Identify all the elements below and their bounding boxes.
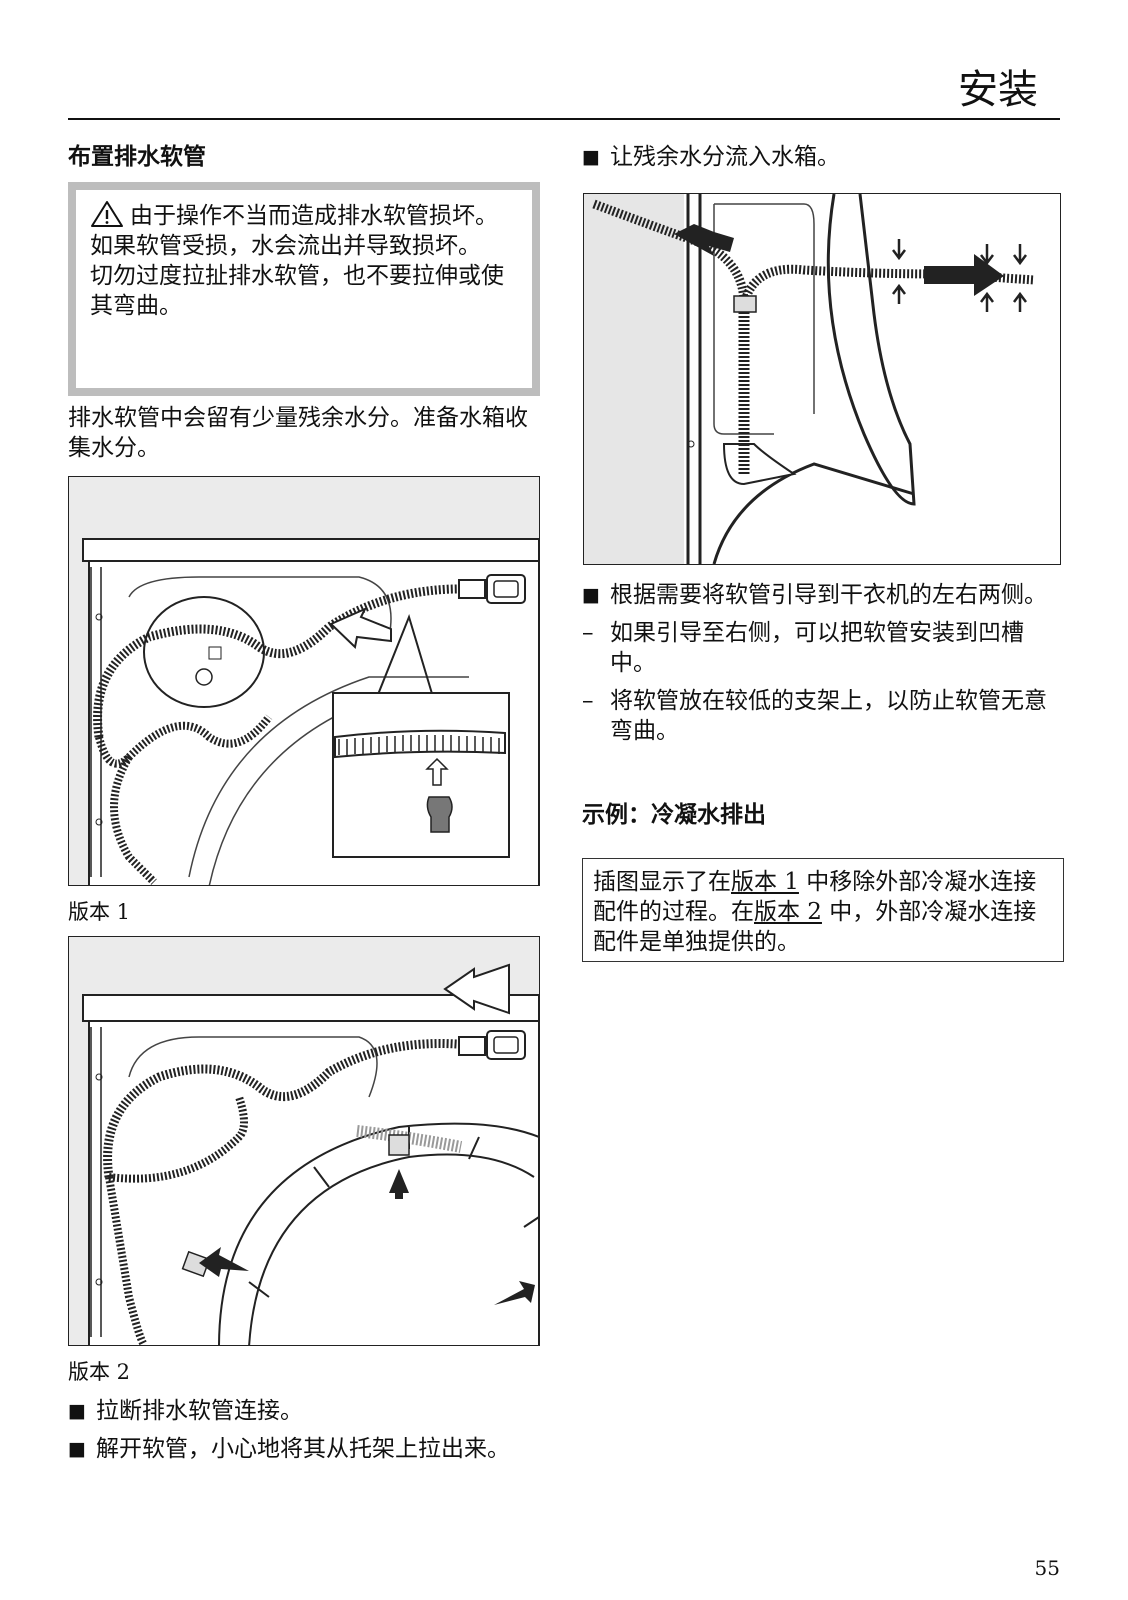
figure-caption-version-2: 版本 2 <box>68 1360 131 1384</box>
note-text-1: 插图显示了在 <box>593 869 731 895</box>
left-bullet-list: ■ 拉断排水软管连接。 ■ 解开软管，小心地将其从托架上拉出来。 <box>68 1396 538 1464</box>
section-heading-example: 示例：冷凝水排出 <box>582 802 766 828</box>
warning-line-1: 如果软管受损，水会流出并导致损坏。 <box>90 233 481 259</box>
note-box: 插图显示了在版本 1 中移除外部冷凝水连接配件的过程。在版本 2 中，外部冷凝水… <box>582 858 1064 962</box>
note-text-3: 中，外部冷凝水连接配件是单独提供的。 <box>593 899 1037 955</box>
list-item: ■ 拉断排水软管连接。 <box>68 1396 538 1426</box>
note-text-2: 中移除外部冷凝水连接配件的过程。在 <box>593 869 1037 925</box>
dash-text: 将软管放在较低的支架上，以防止软管无意弯曲。 <box>610 688 1047 744</box>
warning-triangle-icon <box>91 201 123 227</box>
list-item: – 将软管放在较低的支架上，以防止软管无意弯曲。 <box>582 686 1062 746</box>
warning-line-2: 切勿过度拉扯排水软管，也不要拉伸或使其弯曲。 <box>90 263 504 319</box>
bullet-text: 解开软管，小心地将其从托架上拉出来。 <box>96 1436 510 1462</box>
right-top-bullet: ■ 让残余水分流入水箱。 <box>582 142 1062 172</box>
figure-version-1 <box>68 476 540 886</box>
figure-caption-version-1: 版本 1 <box>68 900 131 924</box>
dash-bullet: – <box>582 620 594 646</box>
right-guide-list: ■ 根据需要将软管引导到干衣机的左右两侧。 – 如果引导至右侧，可以把软管安装到… <box>582 580 1062 746</box>
dash-text: 如果引导至右侧，可以把软管安装到凹槽中。 <box>610 620 1024 676</box>
list-item: ■ 解开软管，小心地将其从托架上拉出来。 <box>68 1434 538 1464</box>
list-item: – 如果引导至右侧，可以把软管安装到凹槽中。 <box>582 618 1062 678</box>
square-bullet-icon: ■ <box>68 1438 86 1460</box>
page-section-title: 安装 <box>958 67 1038 113</box>
version-2-link[interactable]: 版本 2 <box>754 899 822 925</box>
dash-bullet: – <box>582 688 594 714</box>
bullet-text: 拉断排水软管连接。 <box>96 1398 303 1424</box>
square-bullet-icon: ■ <box>582 584 600 606</box>
warning-title: 由于操作不当而造成排水软管损坏。 <box>130 203 498 229</box>
figure-drain-into-container <box>583 193 1061 565</box>
version-1-link[interactable]: 版本 1 <box>731 869 799 895</box>
residual-water-paragraph: 排水软管中会留有少量残余水分。准备水箱收集水分。 <box>68 405 528 461</box>
page-number: 55 <box>1034 1556 1060 1580</box>
header-divider <box>68 118 1060 120</box>
warning-box: 由于操作不当而造成排水软管损坏。 如果软管受损，水会流出并导致损坏。 切勿过度拉… <box>68 182 540 396</box>
bullet-text: 让残余水分流入水箱。 <box>610 144 840 170</box>
bullet-text: 根据需要将软管引导到干衣机的左右两侧。 <box>610 582 1047 608</box>
section-heading-drain-hose: 布置排水软管 <box>68 144 206 170</box>
square-bullet-icon: ■ <box>68 1400 86 1422</box>
list-item: ■ 根据需要将软管引导到干衣机的左右两侧。 <box>582 580 1062 610</box>
warning-title-line: 由于操作不当而造成排水软管损坏。 <box>90 200 518 231</box>
figure-version-2 <box>68 936 540 1346</box>
square-bullet-icon: ■ <box>582 146 600 168</box>
